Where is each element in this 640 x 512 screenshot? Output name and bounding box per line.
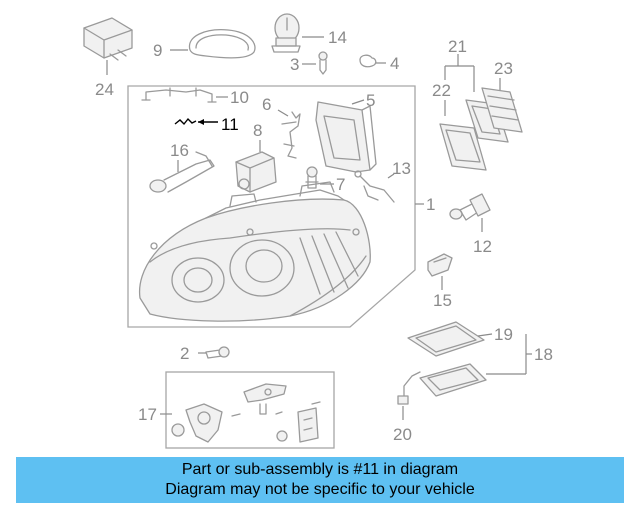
part-11-connector-wire[interactable]: 11 <box>174 115 239 134</box>
part-1-headlamp-assembly[interactable]: 1 <box>415 195 435 214</box>
callout-24: 24 <box>95 80 114 99</box>
part-24-control-module[interactable]: 24 <box>83 17 133 99</box>
part-5-frame[interactable]: 5 <box>315 91 377 173</box>
headlamp-housing-drawing <box>138 181 371 322</box>
banner-line-1: Part or sub-assembly is #11 in diagram <box>181 461 459 478</box>
callout-9: 9 <box>153 41 162 60</box>
callout-10: 10 <box>230 88 249 107</box>
callout-1: 1 <box>426 195 435 214</box>
callout-8: 8 <box>253 121 262 140</box>
part-8-igniter[interactable]: 8 <box>235 121 277 193</box>
headlamp-assembly-box <box>127 85 416 328</box>
callout-2: 2 <box>180 344 189 363</box>
part-15-socket[interactable]: 15 <box>427 253 453 310</box>
part-14-bulb[interactable]: 14 <box>271 13 347 53</box>
callout-21: 21 <box>448 37 467 56</box>
info-banner: Part or sub-assembly is #11 in diagram D… <box>16 457 624 503</box>
callout-22: 22 <box>432 81 451 100</box>
callout-13: 13 <box>392 159 411 178</box>
callout-20: 20 <box>393 425 412 444</box>
part-2-screw[interactable]: 2 <box>180 344 230 363</box>
part-7-screw[interactable]: 7 <box>305 166 345 194</box>
callout-7: 7 <box>336 175 345 194</box>
banner-line-2: Diagram may not be specific to your vehi… <box>165 481 475 498</box>
callout-4: 4 <box>390 54 399 73</box>
part-10-wiring-harness[interactable]: 10 <box>141 87 249 107</box>
callout-5: 5 <box>366 91 375 110</box>
part-17-bracket-kit[interactable]: 17 <box>138 383 321 443</box>
part-3-screw[interactable]: 3 <box>290 51 328 75</box>
callout-11: 11 <box>221 115 239 134</box>
part-16-bulb-socket[interactable]: 16 <box>149 141 215 193</box>
callout-6: 6 <box>262 95 271 114</box>
part-18-19-20-ballast-set[interactable]: 19 18 20 <box>393 321 553 444</box>
callout-3: 3 <box>290 55 299 74</box>
callout-16: 16 <box>170 141 189 160</box>
parts-diagram: 24 9 14 3 4 10 11 <box>83 13 553 449</box>
part-13-adjuster[interactable]: 13 <box>354 159 411 203</box>
callout-23: 23 <box>494 59 513 78</box>
callout-18: 18 <box>534 345 553 364</box>
part-21-22-23-lens-set[interactable]: 21 22 23 <box>432 37 523 171</box>
callout-15: 15 <box>433 291 452 310</box>
callout-19: 19 <box>494 325 513 344</box>
callout-14: 14 <box>328 28 347 47</box>
part-12-bulb[interactable]: 12 <box>449 193 492 256</box>
bracket-kit-box <box>165 371 335 449</box>
part-9-cover-ring[interactable]: 9 <box>153 29 256 60</box>
callout-12: 12 <box>473 237 492 256</box>
part-6-harness[interactable]: 6 <box>262 95 301 159</box>
part-4-clip[interactable]: 4 <box>359 54 399 73</box>
callout-17: 17 <box>138 405 157 424</box>
